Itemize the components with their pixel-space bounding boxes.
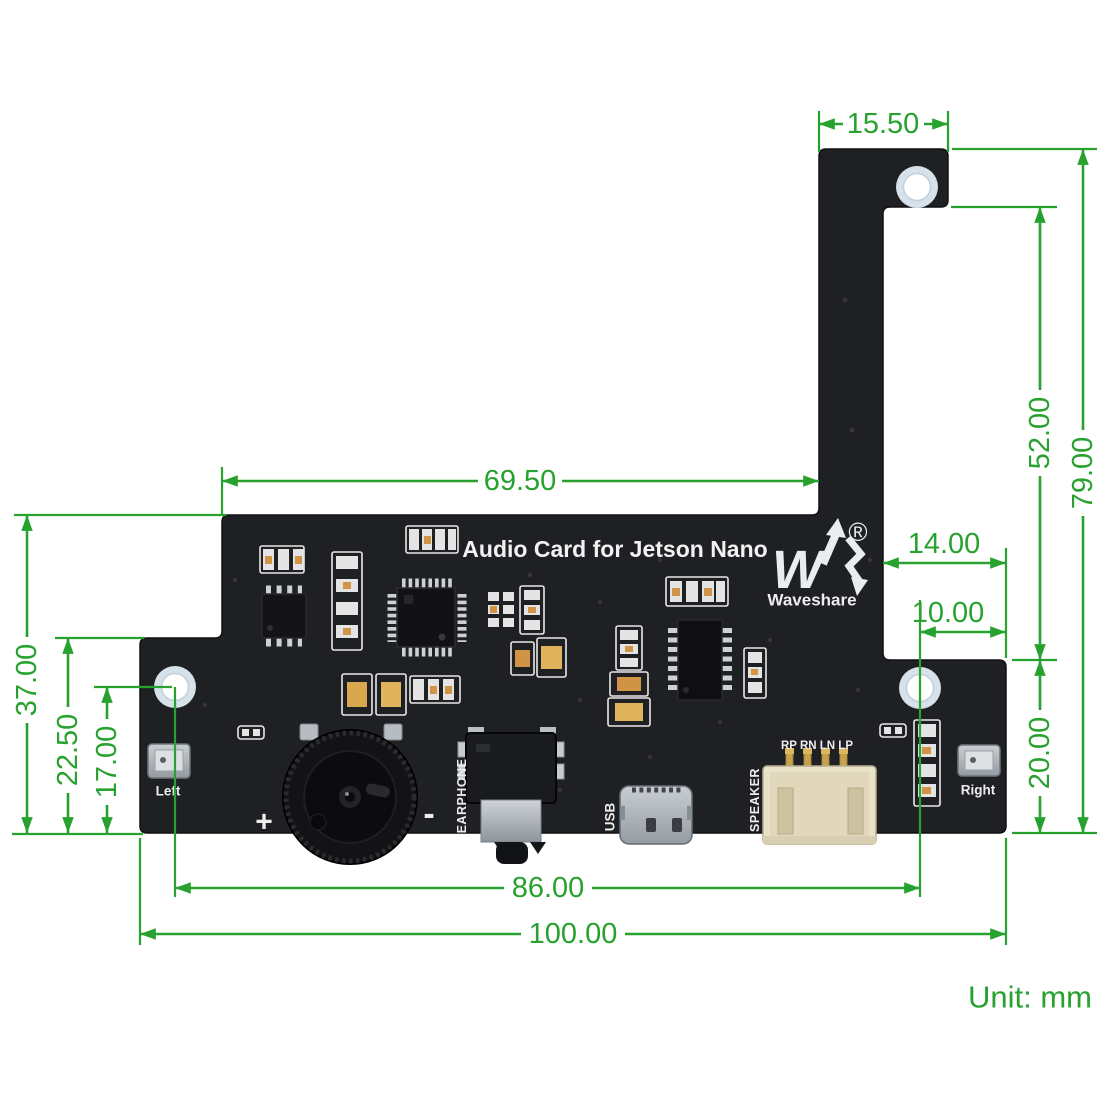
passive-cluster — [488, 592, 514, 627]
unit-label: Unit: mm — [968, 980, 1092, 1015]
qfp-chip — [387, 578, 467, 657]
pcb-outline — [139, 148, 1007, 834]
volume-wheel[interactable] — [282, 723, 418, 865]
dim-arm-width-value: 15.50 — [847, 108, 920, 140]
board-title: Audio Card for Jetson Nano — [462, 536, 767, 562]
dimension-annotations: 15.50 69.50 14.00 10.00 52.00 — [11, 108, 1099, 1015]
volume-plus-label: + — [255, 806, 273, 839]
passive-cluster — [913, 719, 941, 807]
dim-right-body-height-value: 20.00 — [1024, 717, 1056, 790]
dim-right-body-height: 20.00 — [1024, 660, 1056, 833]
dim-hole-spacing: 86.00 — [173, 687, 920, 904]
usb-port[interactable] — [619, 785, 693, 845]
speaker-connector[interactable] — [762, 748, 877, 845]
dim-upper-body-width: 69.50 — [220, 465, 819, 516]
mic-left — [147, 743, 191, 779]
waveshare-logo: W — [772, 518, 868, 600]
silkscreen-bracket-mark — [237, 725, 265, 740]
capacitor-pair — [510, 637, 567, 678]
mic-left-label: Left — [156, 784, 181, 799]
earphone-jack[interactable] — [457, 727, 565, 864]
capacitor-pair — [341, 673, 407, 716]
mounting-hole-top — [896, 166, 938, 208]
tssop-chip — [668, 619, 732, 701]
dim-notch-width: 14.00 — [883, 528, 1008, 658]
silkscreen-bracket-mark — [879, 723, 907, 738]
dim-arm-width: 15.50 — [817, 108, 950, 152]
logo-w-glyph: W — [772, 540, 827, 600]
dim-left-body-height-value: 37.00 — [11, 644, 43, 717]
dim-left-step-height-value: 22.50 — [52, 714, 84, 787]
soic8-chip — [261, 585, 307, 647]
speaker-label: SPEAKER — [748, 768, 762, 832]
mic-right-label: Right — [961, 783, 996, 798]
volume-minus-label: - — [423, 795, 434, 833]
dim-hole-spacing-value: 86.00 — [512, 872, 585, 904]
passive-cluster — [259, 545, 305, 574]
earphone-label: EARPHONE — [455, 759, 469, 834]
dim-notch-height: 52.00 — [951, 205, 1057, 662]
passive-cluster — [743, 647, 767, 699]
dim-overall-width: 100.00 — [138, 838, 1008, 950]
registered-mark: ® — [848, 517, 867, 547]
dim-left-hole-to-bottom-value: 17.00 — [91, 726, 123, 799]
dim-upper-body-width-value: 69.50 — [484, 465, 557, 497]
speaker-pin-labels: RP RN LN LP — [781, 740, 853, 752]
dim-overall-width-value: 100.00 — [529, 918, 618, 950]
passive-cluster — [409, 675, 461, 704]
passive-cluster — [519, 585, 545, 635]
capacitor-pair — [607, 671, 651, 727]
dim-overall-height-value: 79.00 — [1067, 437, 1099, 510]
dim-notch-width-value: 14.00 — [908, 528, 981, 560]
dim-left-step-height: 22.50 — [52, 636, 144, 833]
dim-left-body-height: 37.00 — [11, 513, 226, 833]
passive-cluster — [665, 576, 729, 607]
mic-right — [957, 744, 1001, 777]
pcb-board: + - EARPHONE USB — [139, 148, 1007, 865]
dim-hole-to-right-edge-value: 10.00 — [912, 597, 985, 629]
dim-hole-to-right-edge: 10.00 — [912, 597, 1006, 897]
dim-overall-height: 79.00 — [952, 147, 1099, 835]
passive-cluster — [331, 551, 363, 651]
dim-left-hole-to-bottom: 17.00 — [91, 685, 172, 833]
brand-name: Waveshare — [767, 591, 856, 610]
dim-notch-height-value: 52.00 — [1024, 397, 1056, 470]
passive-cluster — [615, 625, 643, 671]
usb-label: USB — [603, 803, 618, 832]
passive-cluster — [405, 525, 459, 554]
